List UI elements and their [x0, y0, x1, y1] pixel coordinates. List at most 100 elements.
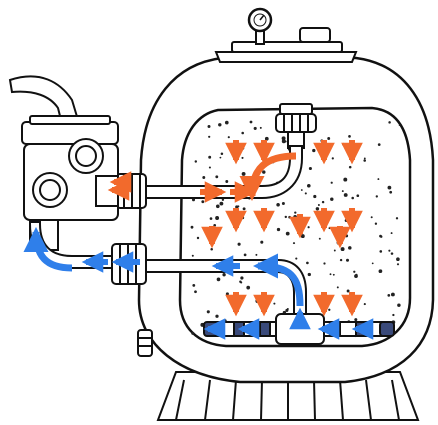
- sand-grain: [377, 143, 381, 146]
- sand-grain: [218, 123, 222, 127]
- top-diffuser: [275, 103, 317, 149]
- sand-grain: [388, 121, 391, 124]
- sand-grain: [225, 180, 229, 183]
- sand-grain: [224, 120, 229, 125]
- sand-grain: [194, 160, 198, 163]
- sand-grain: [285, 231, 290, 236]
- sand-grain: [363, 159, 366, 162]
- sand-grain: [216, 277, 221, 282]
- sand-grain: [390, 252, 394, 255]
- sand-grain: [249, 120, 253, 124]
- tank-base: [156, 371, 420, 421]
- sand-grain: [243, 253, 247, 257]
- sand-grain: [196, 236, 200, 240]
- inflow-curve-arrow: [239, 152, 297, 202]
- sand-grain: [356, 194, 360, 198]
- sand-grain: [292, 242, 296, 245]
- valve-port-upper: [68, 138, 104, 174]
- sand-grain: [354, 318, 358, 322]
- sand-grain: [215, 314, 219, 318]
- sand-grain: [348, 165, 352, 169]
- sand-grain: [294, 211, 297, 214]
- sand-grain: [215, 175, 219, 179]
- sand-grain: [276, 203, 280, 207]
- sand-grain: [241, 171, 246, 176]
- sand-grain: [390, 232, 393, 235]
- sand-grain: [388, 249, 391, 252]
- sand-grain: [351, 196, 354, 200]
- sand-grain: [375, 195, 378, 198]
- drain-plug: [137, 329, 153, 357]
- sand-grain: [207, 125, 211, 128]
- sand-grain: [284, 215, 287, 219]
- sand-grain: [208, 135, 211, 138]
- sand-grain: [229, 211, 233, 215]
- sand-grain: [225, 292, 229, 296]
- sand-grain: [191, 331, 195, 335]
- sand-grain: [239, 280, 242, 284]
- sand-grain: [295, 257, 298, 260]
- sand-grain: [237, 242, 241, 246]
- sand-grain: [206, 310, 210, 314]
- outflow-curve-arrow-tank: [252, 253, 304, 307]
- sand-grain: [288, 215, 291, 219]
- sand-grain: [377, 178, 380, 181]
- sand-grain: [318, 237, 321, 240]
- sand-grain: [192, 284, 196, 287]
- sand-grain: [194, 290, 197, 294]
- filter-lid: [214, 27, 358, 63]
- sand-grain: [387, 294, 391, 297]
- pressure-gauge-icon: [247, 7, 273, 45]
- sand-grain: [317, 204, 320, 206]
- sand-grain: [354, 274, 358, 278]
- sand-grain: [215, 216, 220, 220]
- sand-grain: [370, 216, 373, 219]
- sand-grain: [345, 234, 349, 238]
- sand-grain: [264, 136, 269, 141]
- sand-grain: [306, 261, 309, 265]
- sand-grain: [259, 126, 262, 129]
- sand-grain: [343, 177, 348, 182]
- sand-grain: [332, 273, 335, 276]
- inflow-arrows: [107, 140, 363, 317]
- sand-grain: [327, 137, 331, 140]
- sand-grain: [353, 270, 356, 273]
- sand-grain: [201, 200, 205, 204]
- sand-grain: [281, 139, 286, 144]
- sand-grain: [387, 185, 392, 190]
- sand-grain: [389, 190, 393, 194]
- sand-grain: [307, 272, 311, 277]
- sand-grain: [340, 247, 345, 252]
- sand-grain: [339, 258, 343, 262]
- sand-grain: [213, 223, 217, 227]
- sand-grain: [237, 205, 240, 208]
- sand-grain: [253, 126, 257, 130]
- sand-grain: [396, 263, 400, 266]
- sand-grain: [333, 249, 336, 252]
- sand-grain: [209, 217, 213, 220]
- sand-grain: [328, 227, 331, 230]
- sand-grain: [344, 218, 348, 223]
- sand-grain: [300, 234, 305, 239]
- sand-grain: [241, 147, 245, 150]
- sand-grain: [300, 189, 303, 191]
- sand-grain: [348, 246, 352, 250]
- sand-grain: [242, 207, 246, 211]
- sand-grain: [307, 226, 310, 229]
- sand-grain: [215, 204, 220, 209]
- sand-grain: [246, 285, 251, 290]
- sand-grain: [210, 248, 213, 251]
- sand-grain: [220, 152, 224, 156]
- sand-grain: [190, 225, 194, 229]
- sand-grain: [208, 166, 211, 169]
- sand-grain: [379, 250, 383, 253]
- sand-grain: [308, 166, 312, 171]
- sand-grain: [398, 124, 401, 127]
- sand-grain: [343, 193, 348, 197]
- sand-grain: [255, 253, 258, 256]
- sand-grain: [312, 148, 316, 153]
- sand-grain: [208, 155, 212, 159]
- sand-grain: [281, 202, 285, 205]
